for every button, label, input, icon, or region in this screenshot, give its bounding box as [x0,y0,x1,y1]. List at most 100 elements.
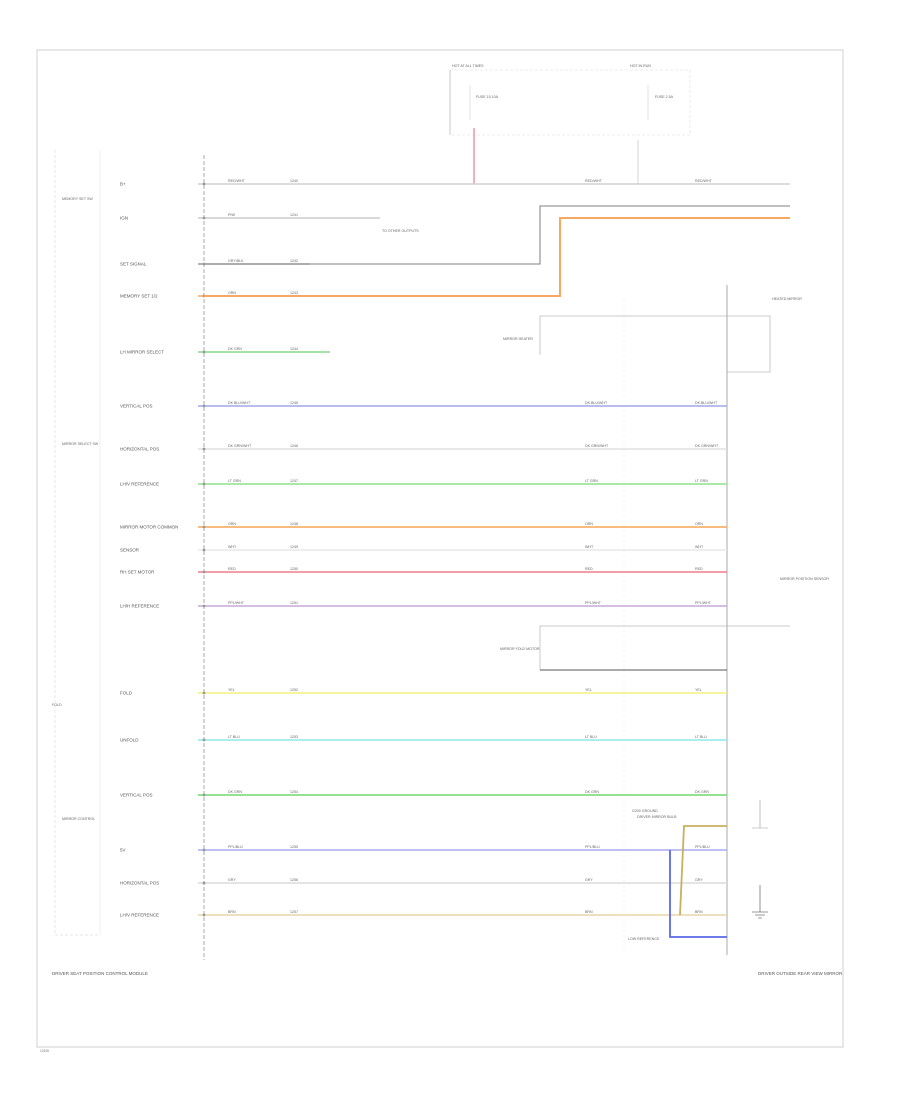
wire-function-label: LH/V REFERENCE [120,913,159,918]
wire-color-code-end: DK BLU/WHT [695,401,718,405]
wire-color-code-right: DK GRN/WHT [585,444,609,448]
wire-row-w01: B+ RED/WHT 1240 RED/WHT RED/WHT [120,179,790,187]
olive-return-route [679,825,727,916]
wire-color-code-right: DK GRN [585,790,599,794]
wire-color-code: PNK [228,213,236,217]
wire-color-code: RED/WHT [228,179,246,183]
wire-color-code: LT BLU [228,735,240,739]
wire-circuit-number: 1255 [290,845,298,849]
wire-color-code-end: LT BLU [695,735,707,739]
wire-row-w05: LH MIRROR SELECT DK GRN 1244 [120,347,330,355]
wire-color-code: PPL/WHT [228,601,245,605]
wire-color-code-right: BRN [585,910,593,914]
wire-color-code-end: WHT [695,545,704,549]
left-fold-label: FOLD [52,703,62,707]
wire-color-code: DK GRN [228,347,242,351]
wire-function-label: 5V [120,848,126,853]
wire-circuit-number: 1253 [290,735,298,739]
connector-pin [202,604,206,608]
wire-color-code-right: LT BLU [585,735,597,739]
wire-function-label: FOLD [120,691,133,696]
wire-color-code-right: WHT [585,545,594,549]
fuse-b-label: HOT IN RUN [630,64,651,68]
connector-pin [202,548,206,552]
connector-pin [202,913,206,917]
connector-pin [202,350,206,354]
wire-circuit-number: 1245 [290,401,298,405]
wire-circuit-number: 1251 [290,601,298,605]
connector-pin [202,570,206,574]
wire-color-code-end: RED [695,567,703,571]
wire-color-code-right: ORN [585,522,593,526]
wire-color-code: ORN [228,522,236,526]
left-low-label: MIRROR CONTROL [62,817,95,821]
wire-color-code-end: PPL/WHT [695,601,712,605]
wire-circuit-number: 1252 [290,688,298,692]
wire-color-code-right: LT GRN [585,479,598,483]
wire-function-label: LH MIRROR SELECT [120,350,164,355]
wire-color-code: ORN [228,291,236,295]
right-component: DRIVER OUTSIDE REAR VIEW MIRROR [623,285,843,976]
wire-circuit-number: 1240 [290,179,298,183]
left-mid-label: MIRROR SELECT SW [62,442,99,446]
wire-color-code: GRY [228,878,236,882]
wire-circuit-number: 1241 [290,213,298,217]
connector-pin [202,216,206,220]
wire-circuit-number: 1247 [290,479,298,483]
wire-color-code: RED [228,567,236,571]
wire-circuit-number: 1242 [290,259,298,263]
wire-function-label: B+ [120,182,126,187]
right-group-labels: HEATED MIRROR MIRROR HEATER MIRROR FOLD … [500,297,829,941]
right-component-name: DRIVER OUTSIDE REAR VIEW MIRROR [758,971,843,976]
wire-function-label: UNFOLD [120,738,139,743]
center-note: TO OTHER OUTPUTS [382,229,419,233]
wire-color-code-right: PPL/BLU [585,845,600,849]
wire-function-label: HORIZONTAL POS [120,881,159,886]
heater-splice-top [539,315,771,373]
fuse-a-label: HOT AT ALL TIMES [452,64,484,68]
connector-pin [202,738,206,742]
wire-color-code-end: RED/WHT [695,179,713,183]
diagram-frame [36,49,844,1048]
wire-function-label: VERTICAL POS [120,793,153,798]
wire-function-label: VERTICAL POS [120,404,153,409]
connector-pin [202,447,206,451]
wire-function-label: MIRROR MOTOR COMMON [120,525,178,530]
wire-circuit-number: 1250 [290,567,298,571]
wire-color-code-end: DK GRN [695,790,709,794]
wire-circuit-number: 1257 [290,910,298,914]
wire-circuit-number: 1244 [290,347,298,351]
wire-function-label: LH/H REFERENCE [120,604,159,609]
wire-color-code-right: RED/WHT [585,179,603,183]
wire-color-code-right: RED [585,567,593,571]
group-label-fold-motor: MIRROR FOLD MOTOR [500,647,540,651]
wire-color-code-end: GRY [695,878,703,882]
wire-color-code: BRN [228,910,236,914]
group-label-position-sensor: MIRROR POSITION SENSOR [780,577,829,581]
footer-code: 12345 [40,1049,49,1053]
connector-pin [202,691,206,695]
connector-pin [202,881,206,885]
top-fuse-block: HOT AT ALL TIMES HOT IN RUN FUSE 15 10A … [449,64,691,184]
wire-color-code-end: DK GRN/WHT [695,444,719,448]
connector-pin [202,848,206,852]
wire-color-code: DK GRN/WHT [228,444,252,448]
group-label-mirror-heater: MIRROR HEATER [503,337,533,341]
wire-circuit-number: 1243 [290,291,298,295]
wire-function-label: SENSOR [120,548,140,553]
connector-pin [202,404,206,408]
wire-color-code: LT GRN [228,479,241,483]
wire-color-code-right: GRY [585,878,593,882]
wire-circuit-number: 1246 [290,444,298,448]
wire-color-code: PPL/BLU [228,845,243,849]
wire-function-label: LH/V REFERENCE [120,482,159,487]
left-component-name: DRIVER SEAT POSITION CONTROL MODULE [52,971,148,976]
